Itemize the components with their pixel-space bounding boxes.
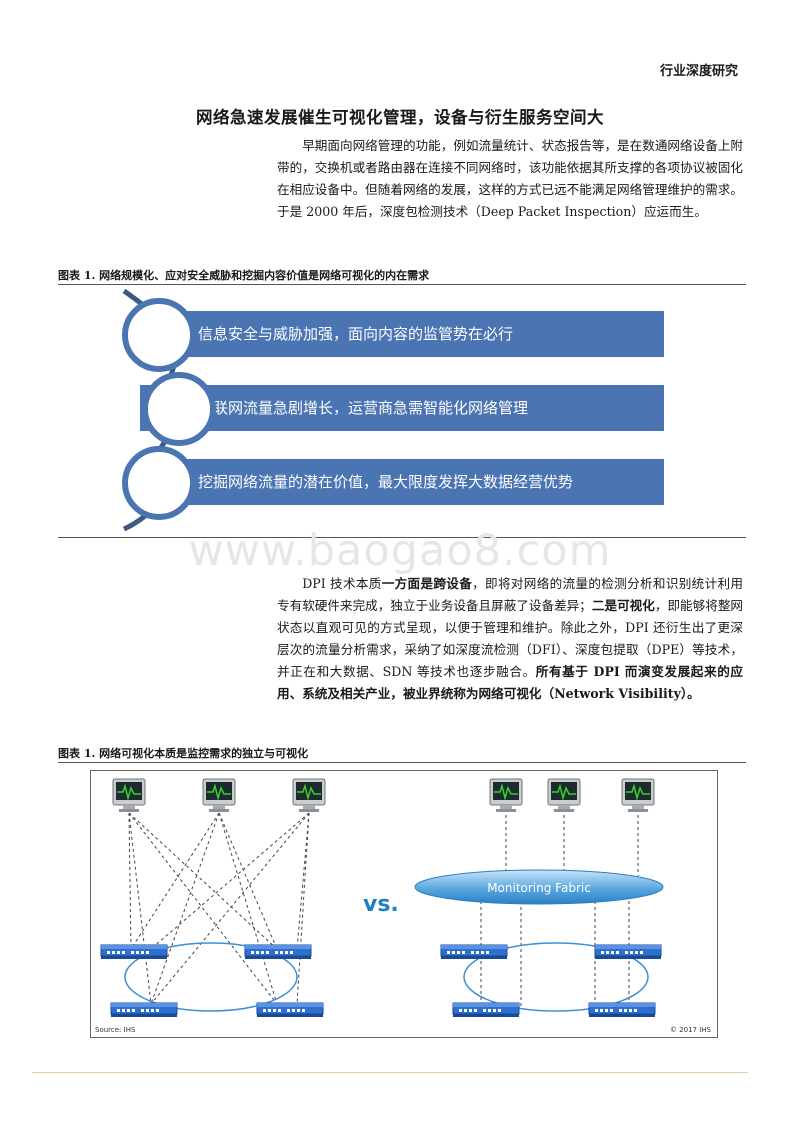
- figure1-caption: 图表 1. 网络规模化、应对安全威胁和挖掘内容价值是网络可视化的内在需求: [58, 269, 430, 282]
- figure2-copyright: © 2017 IHS: [670, 1026, 712, 1034]
- footer-rule: [32, 1072, 748, 1073]
- figure2-caption: 图表 1. 网络可视化本质是监控需求的独立与可视化: [58, 747, 309, 760]
- para2-bold-3: 所有基于 DPI 而演变发展起来的应用、系统及相关产业，被业界统称为网络可视化: [277, 664, 743, 701]
- left-ring: [124, 942, 298, 1012]
- para2-text-1: DPI 技术本质: [302, 576, 382, 591]
- left-switch-1-icon: [100, 944, 168, 960]
- network-diagram: vs. Monitoring Fabric Source: IHS © 2017…: [90, 770, 718, 1038]
- figure1-top-rule: [58, 284, 746, 285]
- right-switch-2-icon: [594, 944, 662, 960]
- header-label: 行业深度研究: [659, 64, 738, 79]
- vs-label: vs.: [363, 892, 399, 917]
- monitoring-fabric-label: Monitoring Fabric: [487, 881, 591, 895]
- watermark: www.baogao8.com: [188, 526, 612, 576]
- right-fabric-links: [480, 815, 639, 1006]
- right-switch-1-icon: [440, 944, 508, 960]
- left-switch-2-icon: [244, 944, 312, 960]
- network-diagram-svg: vs. Monitoring Fabric Source: IHS © 2017…: [95, 778, 712, 1034]
- right-monitor-2-icon: [547, 778, 581, 813]
- right-monitor-1-icon: [489, 778, 523, 813]
- figure1-bubble-1: [122, 298, 196, 372]
- para2-text-4: （Network Visibility）。: [541, 686, 700, 701]
- para2-bold-2: 二是可视化: [591, 598, 655, 613]
- right-switch-3-icon: [452, 1002, 520, 1018]
- figure1-bottom-rule: [58, 537, 746, 538]
- left-monitor-2-icon: [202, 778, 236, 813]
- monitoring-fabric: [414, 869, 664, 905]
- right-switch-4-icon: [588, 1002, 656, 1018]
- para2-bold-1: 一方面是跨设备: [381, 576, 473, 591]
- section-title: 网络急速发展催生可视化管理，设备与衍生服务空间大: [196, 108, 604, 127]
- dpi-paragraph: DPI 技术本质一方面是跨设备，即将对网络的流量的检测分析和识别统计利用专有软硬…: [277, 573, 743, 705]
- figure2-top-rule: [58, 762, 746, 763]
- figure1-diagram: 信息安全与威胁加强，面向内容的监管势在必行 互联网流量急剧增长，运营商急需智能化…: [0, 285, 800, 535]
- left-monitor-3-icon: [292, 778, 326, 813]
- figure1-bar-2: 互联网流量急剧增长，运营商急需智能化网络管理: [140, 385, 664, 431]
- figure1-bubble-3: [122, 446, 196, 520]
- para2-text-2: ，即将对网络的流量的检测分析和识别统计利用专有软硬件来完成，独立于业务设备且屏蔽…: [277, 576, 743, 613]
- figure1-bar-3: 挖掘网络流量的潜在价值，最大限度发挥大数据经营优势: [140, 459, 664, 505]
- left-switch-4-icon: [256, 1002, 324, 1018]
- figure2-source: Source: IHS: [95, 1026, 136, 1034]
- right-monitor-3-icon: [621, 778, 655, 813]
- right-ring: [463, 942, 649, 1012]
- intro-paragraph: 早期面向网络管理的功能，例如流量统计、状态报告等，是在数通网络设备上附带的，交换…: [277, 138, 743, 219]
- para2-text-3: ，即能够将整网状态以直观可见的方式呈现，以便于管理和维护。除此之外，DPI 还衍…: [277, 598, 744, 679]
- left-monitor-1-icon: [112, 778, 146, 813]
- figure1-bubble-2: [142, 372, 216, 446]
- left-mesh-network: [128, 812, 310, 1005]
- left-switch-3-icon: [110, 1002, 178, 1018]
- figure1-bar-1: 信息安全与威胁加强，面向内容的监管势在必行: [140, 311, 664, 357]
